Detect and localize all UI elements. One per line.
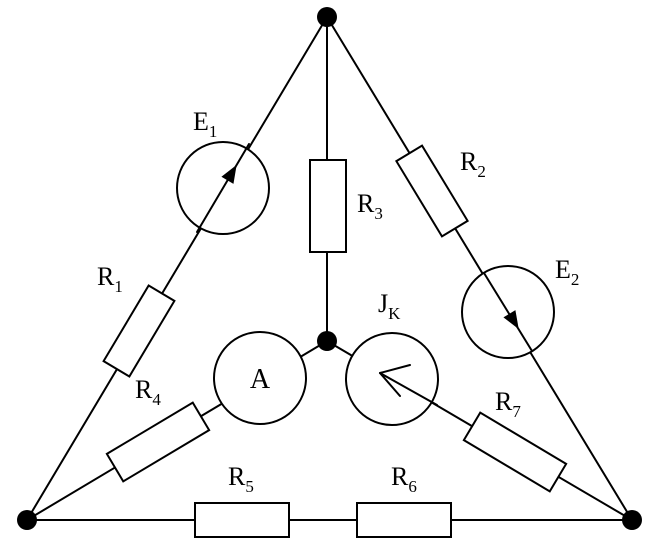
label-r7: R7 [495,387,521,421]
node-top [317,7,337,27]
resistor-r7 [462,411,568,493]
label-r2: R2 [460,147,486,181]
label-r6: R6 [391,462,417,496]
resistor-r4 [105,401,211,483]
label-r5: R5 [228,462,254,496]
label-e1: E1 [193,107,217,141]
wire-right-side [326,16,633,521]
resistor-r6 [356,502,452,538]
wire-left-side [26,16,328,521]
label-r4: R4 [135,375,161,409]
voltage-source-e2 [461,265,555,359]
voltage-source-e1 [176,141,270,235]
node-center [317,331,337,351]
ammeter: A [213,331,307,425]
ammeter-label: A [250,364,271,395]
resistor-r5 [194,502,290,538]
label-jk: JK [378,289,401,323]
current-source-jk [345,332,439,426]
arrow-icon [221,164,237,184]
label-r3: R3 [357,189,383,223]
label-r1: R1 [97,262,123,296]
resistor-r3 [309,159,347,253]
label-e2: E2 [555,255,579,289]
resistor-r2 [395,144,469,238]
arrow-icon [503,310,519,330]
resistor-r1 [102,284,176,378]
node-bottom-right [622,510,642,530]
node-bottom-left [17,510,37,530]
